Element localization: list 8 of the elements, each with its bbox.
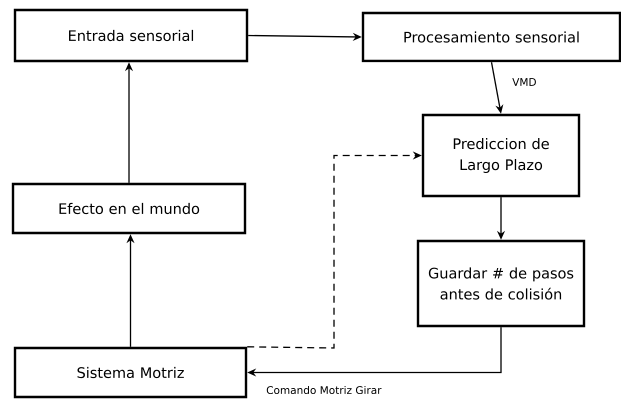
process-box: Guardar # de pasos antes de colisión [416,240,586,328]
process-box: Procesamiento sensorial [362,12,621,62]
process-box: Entrada sensorial [14,8,248,62]
edge-label: VMD [511,77,538,87]
process-box: Prediccion de Largo Plazo [422,114,580,198]
process-box: Sistema Motriz [14,346,248,398]
process-box: Efecto en el mundo [12,182,246,234]
edge-label: Comando Motriz Girar [265,384,382,396]
